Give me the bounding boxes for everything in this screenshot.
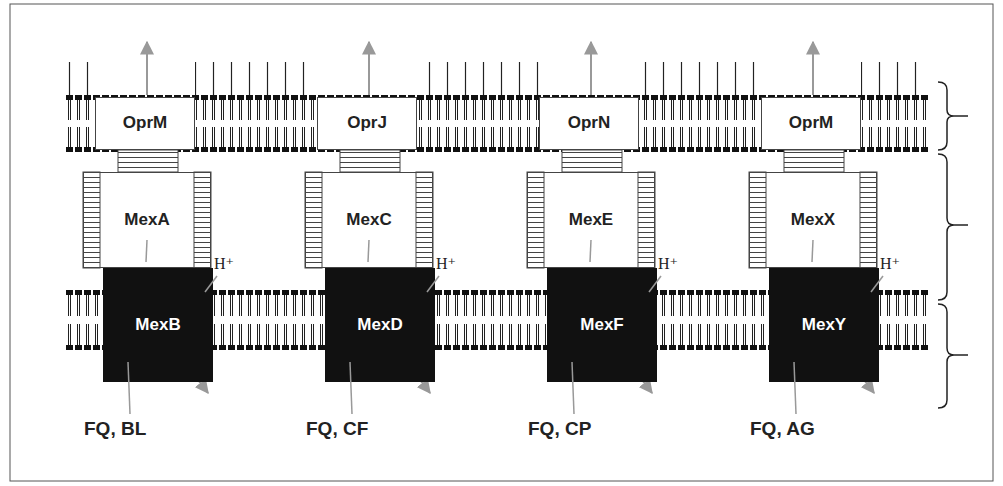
periplasmic-adaptor: MexC <box>305 172 433 268</box>
proton-label: H⁺ <box>214 254 234 273</box>
substrate-label: FQ, AG <box>750 418 815 440</box>
outer-membrane-channel: OprN <box>539 97 639 150</box>
substrate-label: FQ, BL <box>84 418 146 440</box>
outer-membrane-channel: OprM <box>95 97 195 150</box>
protein-name: MexY <box>802 316 846 335</box>
substrate-label: FQ, CF <box>306 418 368 440</box>
protein-name: MexA <box>124 211 169 230</box>
protein-name: OprN <box>568 114 611 133</box>
protein-name: MexE <box>569 211 613 230</box>
proton-label: H⁺ <box>658 254 678 273</box>
proton-label: H⁺ <box>880 254 900 273</box>
protein-name: MexX <box>791 211 835 230</box>
adaptor-hatching <box>83 150 877 268</box>
periplasmic-adaptor: MexA <box>83 172 211 268</box>
protein-name: OprJ <box>347 114 387 133</box>
outer-membrane-channel: OprM <box>761 97 861 150</box>
efflux-arrows <box>147 42 874 393</box>
protein-name: MexB <box>135 316 180 335</box>
periplasmic-adaptor: MexX <box>749 172 877 268</box>
lps-spikes <box>65 62 930 95</box>
outer-membrane <box>65 95 930 152</box>
pathway-line <box>146 240 147 262</box>
brackets <box>938 82 968 408</box>
pathway-line <box>590 240 591 262</box>
protein-name: MexD <box>357 316 402 335</box>
proton-label: H⁺ <box>436 254 456 273</box>
rnd-transporter: MexD <box>325 268 435 382</box>
outer-membrane-channel: OprJ <box>317 97 417 150</box>
rnd-transporter: MexB <box>103 268 213 382</box>
periplasmic-adaptor: MexE <box>527 172 655 268</box>
rnd-transporter: MexY <box>769 268 879 382</box>
protein-name: OprM <box>789 114 833 133</box>
rnd-transporter: MexF <box>547 268 657 382</box>
pathway-line <box>368 240 369 262</box>
protein-name: MexF <box>580 316 623 335</box>
substrate-label: FQ, CP <box>528 418 591 440</box>
protein-name: OprM <box>123 114 167 133</box>
protein-name: MexC <box>346 211 391 230</box>
pathway-line <box>812 240 813 262</box>
frame <box>10 4 993 481</box>
